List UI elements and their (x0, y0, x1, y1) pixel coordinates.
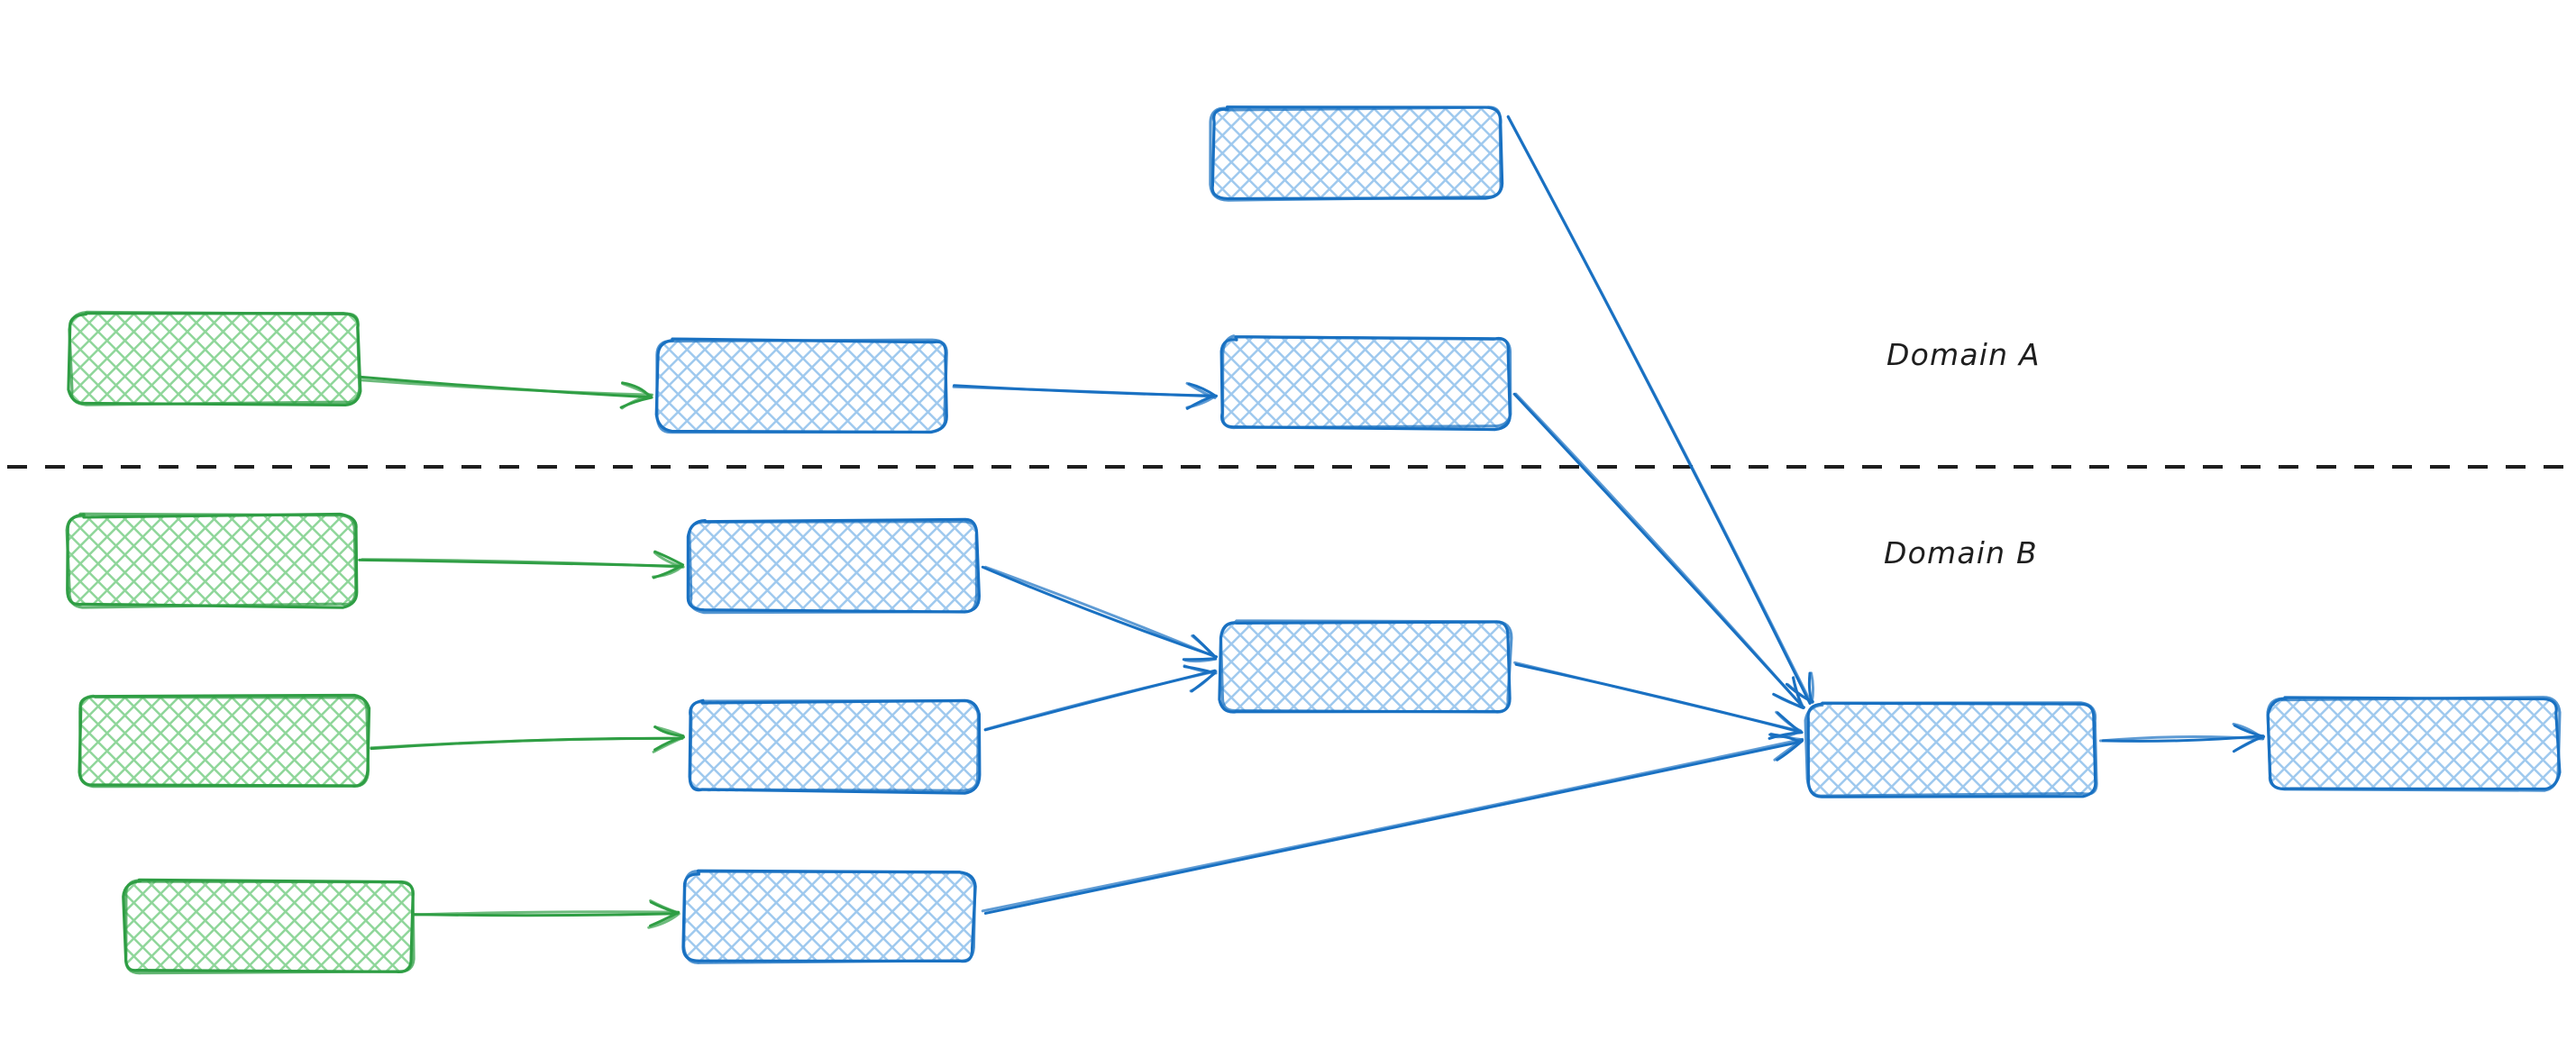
node-fill (1220, 337, 1511, 429)
node-fill (689, 520, 979, 612)
node-fill (689, 700, 979, 792)
edge-e11[interactable] (981, 732, 1804, 915)
edge-shaft (981, 737, 1804, 913)
node-blue-b1[interactable] (686, 517, 981, 615)
node-fill (78, 696, 369, 787)
node-blue-b3[interactable] (681, 869, 977, 964)
node-blue-mid[interactable] (1218, 619, 1513, 714)
node-blue-a1[interactable] (654, 337, 948, 434)
node-blue-top[interactable] (1209, 105, 1504, 202)
node-outline (2266, 696, 2562, 792)
edge-shaft (413, 910, 681, 917)
edge-arrowhead (653, 550, 685, 567)
node-fill (124, 880, 414, 972)
edge-e12[interactable] (2098, 723, 2266, 753)
edge-arrowhead (620, 394, 653, 410)
node-blue-a2[interactable] (1219, 334, 1512, 432)
edge-arrowhead (649, 898, 679, 914)
node-green-2[interactable] (65, 512, 359, 609)
edge-e7[interactable] (1506, 114, 1814, 706)
node-outline (1219, 619, 1513, 714)
node-outline (1804, 701, 2098, 798)
edge-arrowhead (1191, 634, 1218, 660)
edge-arrowhead (1183, 664, 1218, 675)
edge-e5[interactable] (952, 381, 1218, 410)
edge-shaft (1513, 661, 1803, 733)
edge-arrowhead (652, 736, 684, 753)
node-blue-b2[interactable] (688, 698, 982, 795)
node-outline (78, 694, 370, 789)
node-outline (688, 520, 979, 615)
edge-shaft (370, 736, 683, 750)
node-outline (65, 512, 358, 609)
node-outline (1209, 105, 1503, 202)
node-fill (1211, 107, 1502, 199)
domain-b-label: Domain B (1884, 535, 2038, 570)
edge-shaft (1506, 114, 1813, 704)
node-green-1[interactable] (67, 310, 362, 407)
edge-e3[interactable] (370, 725, 685, 753)
edge-arrowhead (2232, 723, 2265, 740)
node-fill (658, 340, 947, 431)
node-blue-hub[interactable] (1804, 701, 2098, 798)
node-outline (655, 338, 948, 434)
edge-shaft (1506, 115, 1812, 706)
node-green-4[interactable] (122, 878, 416, 975)
edge-arrowhead (1810, 671, 1814, 704)
edge-e4[interactable] (412, 898, 681, 929)
edge-arrowhead (653, 551, 684, 569)
node-fill (1807, 704, 2096, 796)
edge-arrowhead (653, 725, 685, 738)
node-layer (65, 105, 2562, 975)
node-outline (124, 879, 416, 975)
node-blue-out[interactable] (2266, 696, 2562, 792)
edge-shaft (361, 558, 685, 569)
edge-arrowhead (652, 565, 683, 579)
edge-shaft (983, 565, 1215, 658)
node-outline (682, 870, 977, 964)
edge-arrowhead (1769, 732, 1804, 742)
node-fill (68, 515, 357, 606)
node-fill (684, 872, 973, 963)
edge-shaft (2098, 735, 2264, 743)
edge-arrowhead (1185, 381, 1217, 399)
edge-e8[interactable] (981, 565, 1219, 663)
edge-e1[interactable] (357, 375, 653, 410)
edge-arrowhead (647, 912, 681, 929)
edge-arrowhead (621, 382, 653, 397)
node-fill (2269, 698, 2559, 789)
edge-shaft (357, 379, 653, 397)
edge-arrowhead (1183, 657, 1218, 663)
edge-shaft (952, 385, 1216, 398)
edge-layer (357, 114, 2266, 929)
edge-arrowhead (1775, 710, 1802, 733)
node-fill (1220, 621, 1511, 712)
edge-shaft (1514, 392, 1805, 710)
node-green-3[interactable] (78, 693, 371, 789)
domain-a-label: Domain A (1886, 337, 2041, 372)
edge-e9[interactable] (983, 664, 1218, 732)
node-outline (689, 699, 981, 792)
edge-e6[interactable] (1512, 392, 1806, 710)
edge-e10[interactable] (1513, 661, 1804, 740)
node-fill (70, 313, 360, 405)
edge-shaft (983, 670, 1218, 731)
edge-e2[interactable] (358, 550, 685, 579)
node-outline (1220, 334, 1512, 430)
node-outline (68, 310, 361, 406)
